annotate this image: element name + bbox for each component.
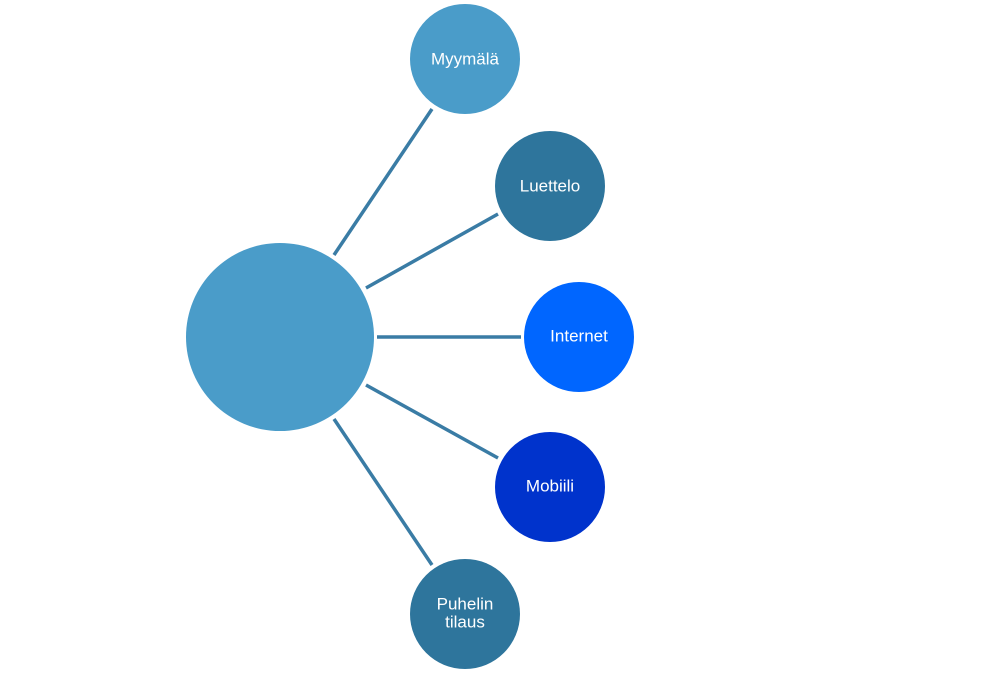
node-internet-label: Internet <box>550 327 608 346</box>
center-node-circle <box>186 243 374 431</box>
node-luettelo-circle <box>495 131 605 241</box>
connector-myymala <box>332 108 434 256</box>
center-node <box>186 243 374 431</box>
connector-luettelo <box>365 212 499 290</box>
connector-puhelin-tilaus <box>332 418 434 566</box>
node-mobiili-circle <box>495 432 605 542</box>
connector-mobiili <box>365 383 499 460</box>
node-mobiili: Mobiili <box>495 432 605 542</box>
node-internet-circle <box>524 282 634 392</box>
node-myymala-circle <box>410 4 520 114</box>
node-puhelin-tilaus: Puhelin tilaus <box>410 559 520 669</box>
node-puhelin-tilaus-label-line1: Puhelin <box>437 595 494 614</box>
node-myymala: Myymälä <box>410 4 520 114</box>
node-luettelo: Luettelo <box>495 131 605 241</box>
node-puhelin-tilaus-label-line2: tilaus <box>445 613 485 632</box>
node-mobiili-label: Mobiili <box>526 477 574 496</box>
node-internet: Internet <box>524 282 634 392</box>
node-luettelo-label: Luettelo <box>520 177 581 196</box>
connectors <box>332 108 521 566</box>
node-puhelin-tilaus-circle <box>410 559 520 669</box>
node-myymala-label: Myymälä <box>431 50 500 69</box>
